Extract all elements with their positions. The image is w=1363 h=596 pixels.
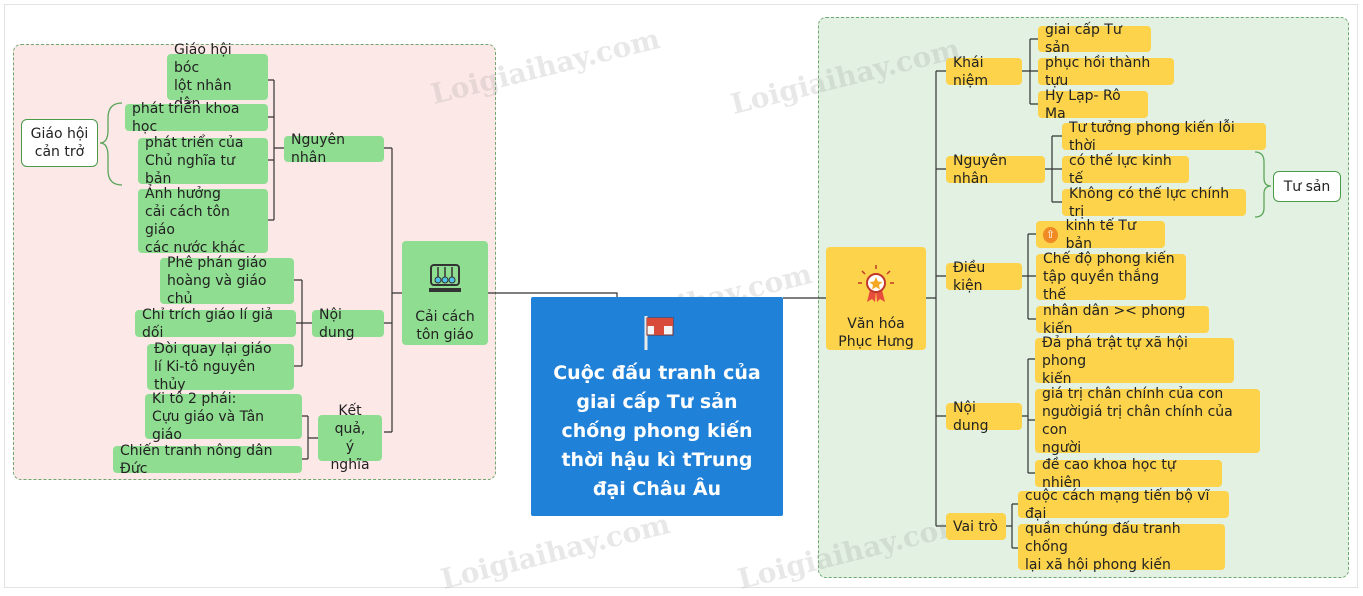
- leaf-giai-cap-tu-san[interactable]: giai cấp Tư sản: [1038, 22, 1151, 56]
- note-tu-san[interactable]: Tư sản: [1273, 171, 1341, 202]
- branch-right-khai-niem[interactable]: Khái niệm: [946, 55, 1022, 89]
- leaf-anh-huong-cai-cach[interactable]: Ảnh hưởng cải cách tôn giáo các nước khá…: [138, 186, 268, 256]
- topic-label: Văn hóa Phục Hưng: [838, 316, 914, 350]
- connector-right-khainiem: [1022, 38, 1038, 105]
- frame-border: [4, 4, 1358, 588]
- leaf-chien-tranh-nong-dan[interactable]: Chiến tranh nông dân Đức: [113, 443, 302, 477]
- cradle-icon: [428, 245, 462, 300]
- leaf-kinh-te-tu-ban[interactable]: ⇧ kinh tế Tư bản: [1036, 218, 1165, 252]
- topic-label: Cải cách tôn giáo: [415, 308, 475, 343]
- leaf-chi-trich-giao-li[interactable]: Chỉ trích giáo lí giả dối: [135, 307, 296, 341]
- topic-religious-reform[interactable]: Cải cách tôn giáo: [402, 241, 488, 345]
- branch-right-vai-tro[interactable]: Vai trò: [946, 513, 1006, 540]
- leaf-cuoc-cach-mang[interactable]: cuộc cách mạng tiến bộ vĩ đại: [1018, 488, 1229, 522]
- topic-renaissance[interactable]: Văn hóa Phục Hưng: [826, 247, 926, 350]
- branch-left-ket-qua[interactable]: Kết quả, ý nghĩa: [318, 403, 382, 473]
- leaf-gia-tri-chan-chinh[interactable]: giá trị chân chính của con ngườigiá trị …: [1035, 386, 1260, 456]
- connector-right-dieukien: [1022, 233, 1036, 320]
- leaf-label: kinh tế Tư bản: [1065, 217, 1136, 252]
- leaf-da-pha-trat-tu[interactable]: Đả phá trật tự xã hội phong kiến: [1035, 335, 1234, 387]
- branch-right-noi-dung[interactable]: Nội dung: [946, 400, 1022, 434]
- leaf-phat-trien-cntb[interactable]: phát triển của Chủ nghĩa tư bản: [138, 135, 268, 187]
- connector-right-trunk: [926, 70, 946, 527]
- leaf-che-do-phong-kien[interactable]: Chế độ phong kiến tập quyền thắng thế: [1036, 251, 1186, 303]
- leaf-khong-co-the-luc-chinh-tri[interactable]: Không có thế lực chính trị: [1062, 186, 1246, 220]
- leaf-ki-to-2-phai[interactable]: Ki tô 2 phái: Cựu giáo và Tân giáo: [145, 391, 302, 443]
- flag-icon: [642, 314, 676, 356]
- leaf-phat-trien-khoa-hoc[interactable]: phát triển khoa học: [125, 101, 268, 135]
- connector-center-left: [488, 292, 618, 297]
- bracket-right-note: [1254, 151, 1272, 218]
- leaf-nhan-dan-phong-kien[interactable]: nhân dân >< phong kiến: [1036, 303, 1209, 337]
- central-title: Cuộc đấu tranh của giai cấp Tư sản chống…: [553, 362, 761, 500]
- leaf-tu-tuong-phong-kien[interactable]: Tư tưởng phong kiến lỗi thời: [1062, 120, 1266, 154]
- connector-left-noidung: [294, 279, 312, 367]
- leaf-de-cao-khoa-hoc[interactable]: đề cao khoa học tự nhiên: [1035, 457, 1222, 491]
- leaf-giao-hoi-boc-lot[interactable]: Giáo hội bóc lột nhân dân.: [167, 42, 268, 112]
- connector-right-vaitro: [1006, 503, 1018, 549]
- connector-left-nguyennhan: [268, 79, 284, 221]
- branch-left-noi-dung[interactable]: Nội dung: [312, 307, 384, 341]
- branch-right-dieu-kien[interactable]: Điều kiện: [946, 260, 1022, 294]
- medal-icon: [856, 246, 896, 309]
- connector-left-trunk: [384, 147, 402, 433]
- leaf-hy-lap-ro-ma[interactable]: Hy Lạp- Rô Ma: [1038, 88, 1148, 122]
- leaf-quan-chung-dau-tranh[interactable]: quần chúng đấu tranh chống lại xã hội ph…: [1018, 521, 1225, 573]
- connector-right-noidung: [1022, 358, 1035, 474]
- branch-left-nguyen-nhan[interactable]: Nguyên nhân: [284, 132, 384, 166]
- leaf-phe-phan-giao-hoang[interactable]: Phê phán giáo hoàng và giáo chủ: [160, 255, 294, 307]
- leaf-phuc-hoi-thanh-tuu[interactable]: phục hồi thành tựu: [1038, 55, 1174, 89]
- connector-right-nguyennhan: [1045, 135, 1062, 203]
- connector-left-ketqua: [302, 415, 318, 460]
- branch-right-nguyen-nhan[interactable]: Nguyên nhân: [946, 153, 1045, 187]
- note-giao-hoi-can-tro[interactable]: Giáo hội cản trở: [21, 119, 98, 167]
- bracket-left-note: [99, 102, 123, 186]
- leaf-co-the-luc-kinh-te[interactable]: có thế lực kinh tế: [1062, 153, 1189, 187]
- arrow-up-icon: ⇧: [1043, 226, 1058, 243]
- leaf-doi-quay-lai[interactable]: Đòi quay lại giáo lí Ki-tô nguyên thủy: [147, 341, 294, 393]
